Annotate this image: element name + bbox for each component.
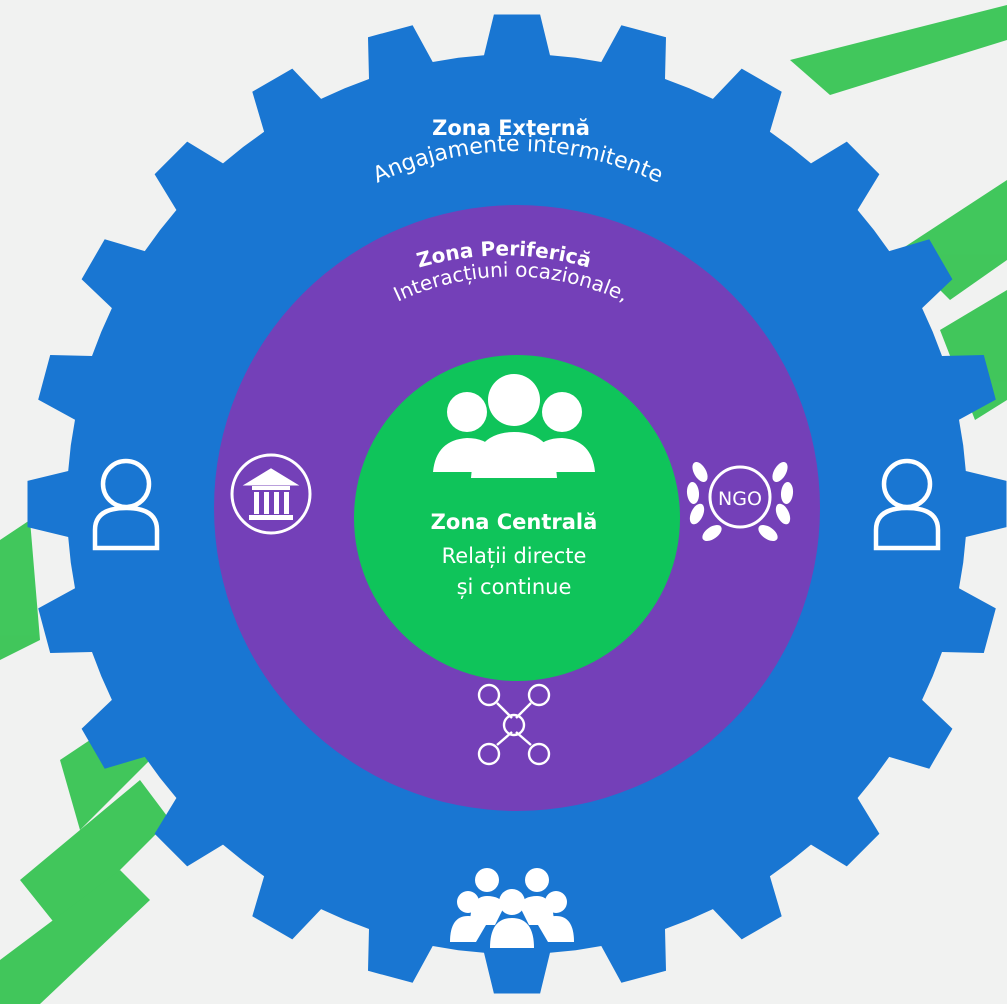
person-outline-icon xyxy=(873,458,941,551)
ngo-laurel-icon: NGO xyxy=(686,462,794,541)
central-zone-line1: Relații directe xyxy=(442,544,587,568)
central-zone-title: Zona Centrală xyxy=(431,510,598,534)
university-icon xyxy=(230,453,312,535)
group-icon xyxy=(433,374,595,478)
crowd-icon xyxy=(450,868,574,948)
ngo-label: NGO xyxy=(718,488,762,510)
network-icon xyxy=(477,683,551,766)
central-zone-circle xyxy=(354,355,680,681)
person-outline-icon xyxy=(92,458,160,551)
outer-zone-title: Zona Externă xyxy=(432,116,590,140)
central-zone-line2: și continue xyxy=(457,575,572,599)
